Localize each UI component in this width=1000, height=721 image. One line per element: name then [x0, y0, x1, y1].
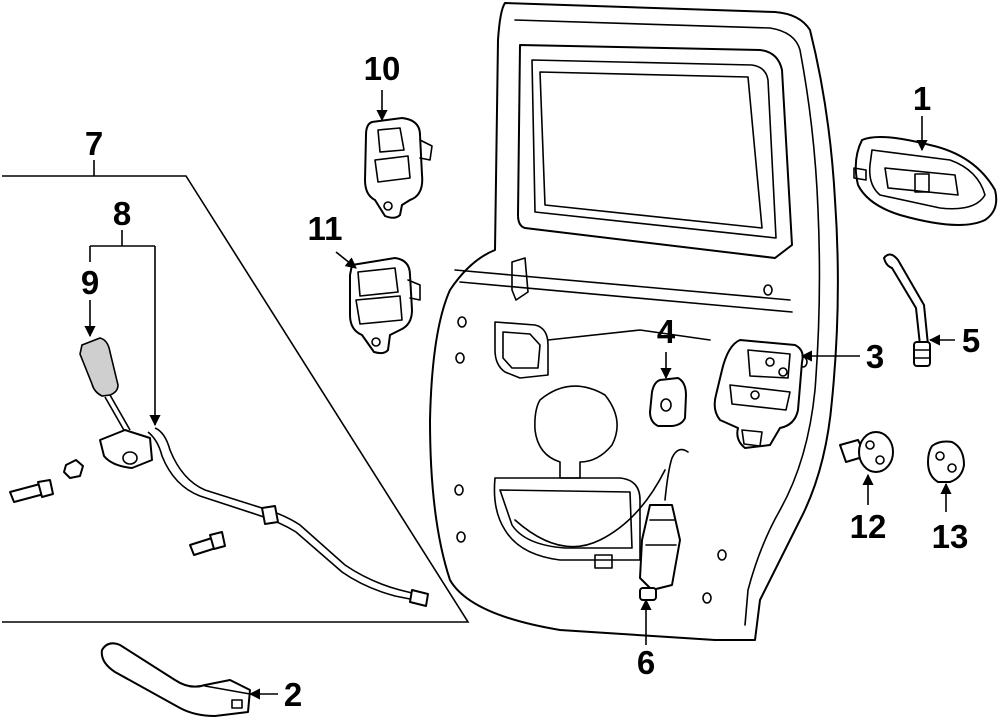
cable-assembly-parts [9, 337, 429, 607]
latch-part-3 [713, 339, 804, 449]
outside-handle-part-1 [853, 136, 998, 226]
callout-7: 7 [85, 125, 103, 162]
inside-handle-part-2 [100, 642, 251, 717]
upper-hinge-part-10 [364, 117, 433, 219]
lock-actuator-part-6 [639, 448, 689, 601]
callout-12: 12 [850, 508, 887, 545]
callout-8: 8 [113, 195, 131, 232]
callout-10: 10 [364, 50, 401, 87]
callout-13: 13 [932, 518, 969, 555]
callout-11: 11 [308, 210, 343, 247]
cable-assembly-inset [2, 160, 470, 623]
bumper-part-13 [927, 440, 965, 483]
callout-2: 2 [284, 676, 302, 713]
bumper-part-12 [839, 431, 894, 473]
lower-hinge-part-11 [349, 257, 421, 355]
rear-door-shell [429, 2, 839, 641]
callout-4: 4 [657, 313, 676, 350]
callout-1: 1 [913, 80, 931, 117]
leader-lines [84, 90, 955, 700]
callout-3: 3 [866, 338, 884, 375]
callout-6: 6 [637, 644, 655, 681]
rod-part-5 [883, 253, 931, 367]
bracket-part-4 [649, 377, 687, 427]
callout-5: 5 [962, 322, 980, 359]
callouts: 1 2 3 4 5 6 7 8 9 10 11 12 13 [81, 50, 980, 713]
callout-9: 9 [81, 264, 99, 301]
